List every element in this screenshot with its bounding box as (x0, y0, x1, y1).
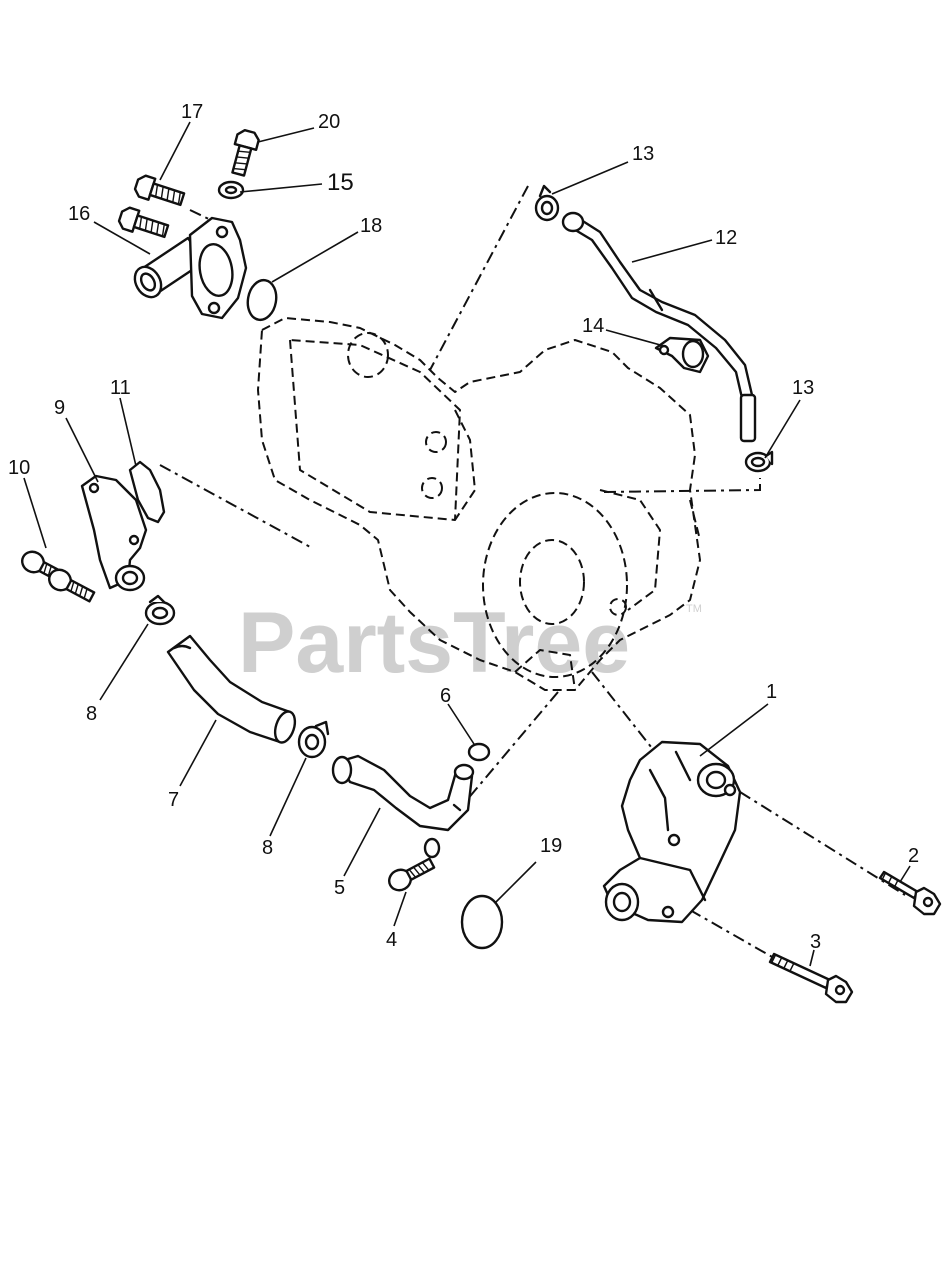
watermark-brand: PartsTree (238, 595, 630, 691)
hose-clamp-part-8-lower (297, 720, 330, 759)
callout-15: 15 (327, 169, 354, 196)
o-ring-part-6 (467, 742, 491, 762)
o-ring-part-18 (246, 278, 278, 322)
water-pipe-part-5 (331, 754, 475, 832)
callout-6: 6 (440, 685, 451, 707)
callout-4: 4 (386, 929, 397, 951)
water-pump-part-1 (602, 740, 742, 924)
bolt-part-16 (117, 206, 170, 239)
callout-18: 18 (360, 215, 382, 237)
callout-17: 17 (181, 101, 203, 123)
water-inlet-part-9 (80, 474, 148, 592)
hose-clamp-part-8-upper (144, 594, 176, 626)
washer-part-15 (217, 180, 245, 200)
bolt-part-17 (133, 174, 186, 207)
leader-lines (23, 121, 911, 967)
gasket-part-11 (128, 460, 166, 524)
bolt-part-4 (388, 837, 441, 892)
callout-9: 9 (54, 397, 65, 419)
callout-13-lower: 13 (792, 377, 814, 399)
callout-20: 20 (318, 111, 340, 133)
callout-8-upper: 8 (86, 703, 97, 725)
callout-3: 3 (810, 931, 821, 953)
callout-19: 19 (540, 835, 562, 857)
watermark-trademark: TM (686, 603, 702, 615)
callout-7: 7 (168, 789, 179, 811)
o-ring-part-19 (460, 894, 504, 950)
watermark: PartsTree TM (238, 595, 702, 691)
bolt-part-2 (878, 870, 942, 916)
callout-10: 10 (8, 457, 30, 479)
pipe-clip-part-14 (654, 336, 710, 374)
upper-water-outlet (133, 216, 248, 320)
callout-12: 12 (715, 227, 737, 249)
callout-1: 1 (766, 681, 777, 703)
callout-8-lower: 8 (262, 837, 273, 859)
bolt-part-10-lower (48, 568, 96, 603)
callout-16: 16 (68, 203, 90, 225)
rubber-hose-part-7 (166, 634, 297, 744)
callout-2: 2 (908, 845, 919, 867)
hose-clamp-part-13-upper (534, 184, 560, 222)
bolt-part-3 (768, 952, 854, 1004)
callout-13-upper: 13 (632, 143, 654, 165)
engine-block (257, 317, 701, 691)
bolt-part-20 (231, 128, 260, 177)
callout-labels: 17 20 15 16 18 13 12 14 13 11 9 10 8 7 8… (8, 101, 919, 953)
callout-14: 14 (582, 315, 604, 337)
alignment-lines (159, 185, 906, 991)
bypass-pipe-part-12 (561, 211, 757, 443)
hose-clamp-part-13-lower (744, 450, 774, 473)
callout-5: 5 (334, 877, 345, 899)
callout-11: 11 (110, 377, 131, 399)
